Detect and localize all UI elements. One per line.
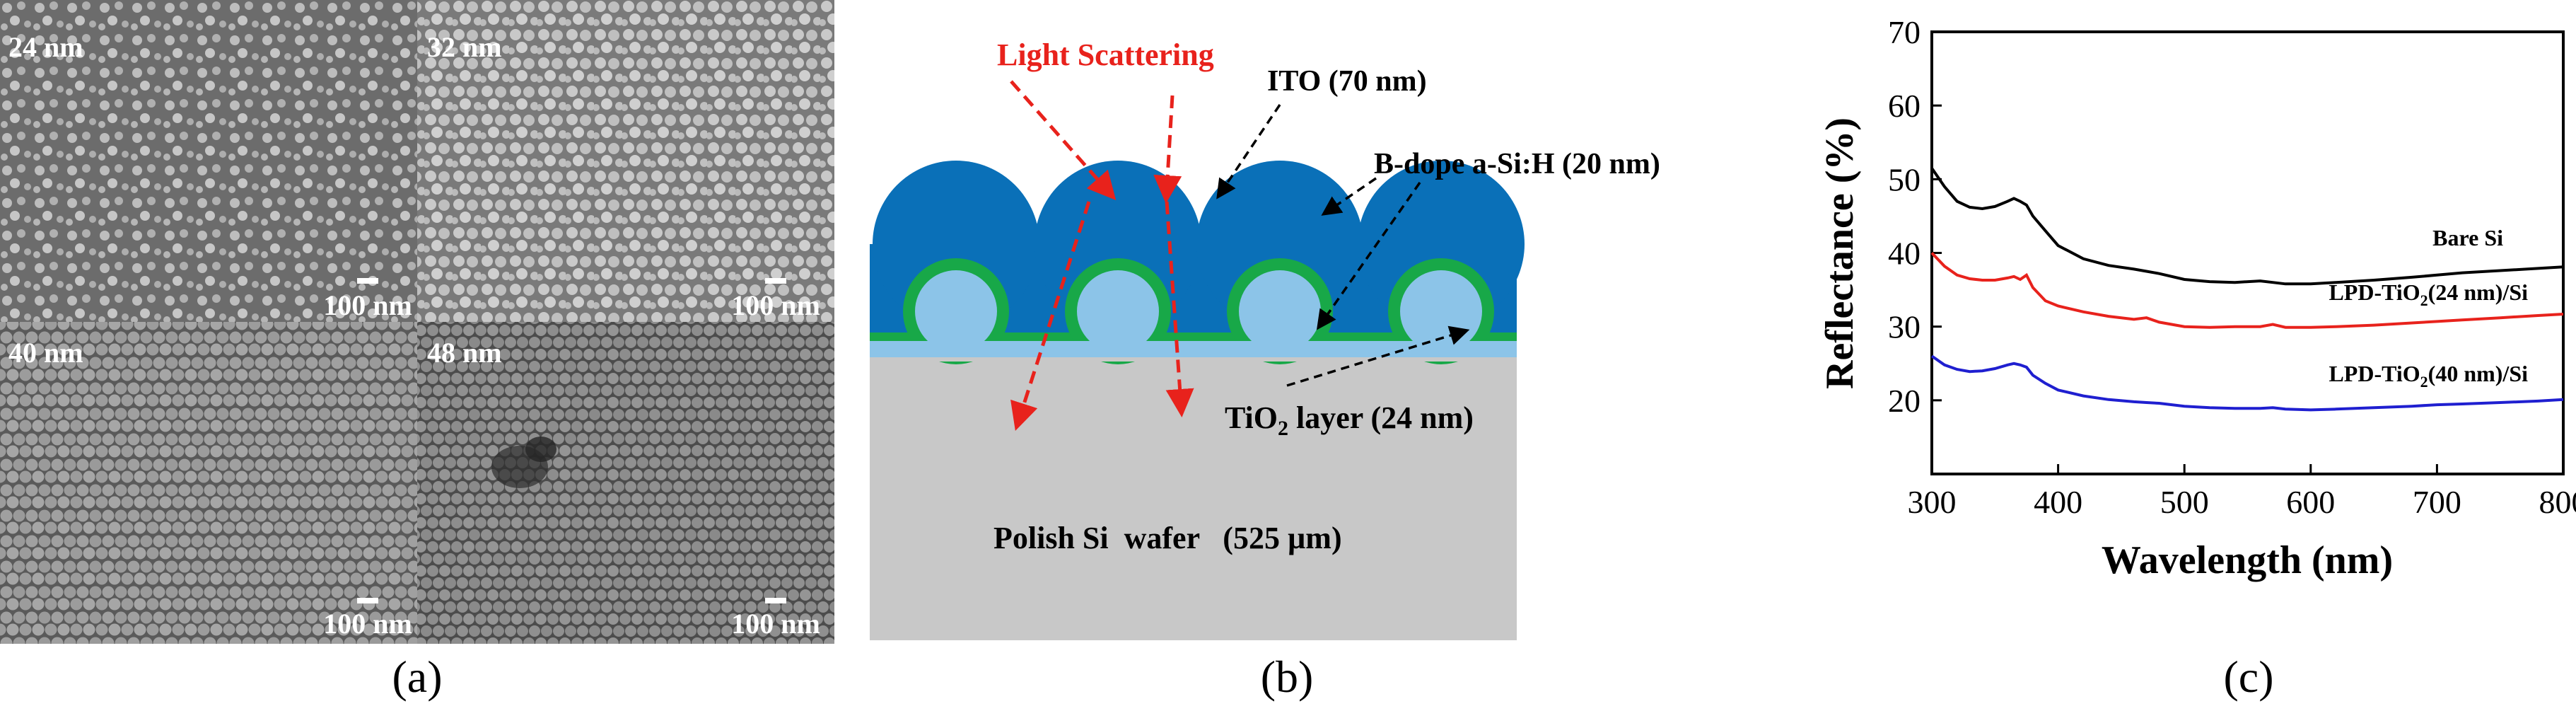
panel-b: Light Scattering ITO (70 nm) B-dope a-Si…	[834, 0, 1747, 711]
x-tick-label: 600	[2286, 484, 2335, 520]
scale-label-32nm: 100 nm	[731, 289, 820, 321]
panel-c: 300 400 500 600 700 800 20 30 40 50 60 70 Bare Si LP…	[1747, 0, 2576, 711]
panel-c-caption: (c)	[2223, 652, 2274, 702]
si-wafer-layer	[870, 357, 1517, 640]
series-line-1	[1930, 252, 2564, 329]
scale-label-24nm: 100 nm	[323, 289, 412, 321]
tio2-particle	[915, 270, 997, 352]
y-tick-label: 50	[1888, 161, 1921, 197]
quadrant-label-48nm: 48 nm	[427, 337, 502, 369]
sem-image: 24 nm 32 nm 40 nm 48 nm 100 nm 100 nm 10…	[0, 0, 834, 644]
x-tick-label: 400	[2034, 484, 2082, 520]
sem-quadrant-32nm	[417, 0, 834, 322]
bdope-label: B-dope a-Si:H (20 nm)	[1374, 148, 1660, 180]
tio2-layer	[870, 341, 1517, 357]
x-tick-label: 500	[2160, 484, 2209, 520]
scale-label-48nm: 100 nm	[731, 608, 820, 640]
quadrant-label-40nm: 40 nm	[8, 337, 83, 369]
annotation-arrows	[1216, 104, 1470, 387]
light-scattering-label: Light Scattering	[997, 37, 1214, 72]
series-line-2	[1930, 354, 2564, 412]
wafer-label: Polish Si wafer (525 µm)	[993, 521, 1342, 555]
y-axis-title: Reflectance (%)	[1818, 117, 1862, 389]
quadrant-label-24nm: 24 nm	[8, 31, 83, 63]
panel-a-caption: (a)	[392, 652, 443, 702]
quadrant-label-32nm: 32 nm	[427, 31, 502, 63]
scale-bar-32nm	[765, 278, 786, 284]
tio2-label: TiO2 layer (24 nm)	[1225, 400, 1474, 440]
scale-bar-24nm	[357, 278, 378, 284]
series-label-0: Bare Si	[2432, 225, 2503, 250]
x-axis-title: Wavelength (nm)	[2102, 538, 2393, 582]
panel-a: 24 nm 32 nm 40 nm 48 nm 100 nm 100 nm 10…	[0, 0, 834, 711]
y-tick-label: 60	[1888, 88, 1921, 124]
y-tick-label: 70	[1888, 14, 1921, 50]
tio2-particle	[1077, 270, 1159, 352]
sem-quadrant-24nm	[0, 0, 417, 322]
tio2-particle	[1239, 270, 1321, 352]
x-tick-label: 300	[1908, 484, 1957, 520]
y-tick-label: 40	[1888, 236, 1921, 272]
series-label-1: LPD-TiO2(24 nm)/Si	[2329, 279, 2528, 309]
y-tick-label: 20	[1888, 383, 1921, 419]
y-tick-label: 30	[1888, 309, 1921, 345]
light-scattering-arrows	[1010, 80, 1194, 432]
ito-label: ITO (70 nm)	[1267, 65, 1427, 98]
series-label-2: LPD-TiO2(40 nm)/Si	[2329, 361, 2528, 391]
device-schematic: Light Scattering ITO (70 nm) B-dope a-Si…	[870, 37, 1660, 640]
scale-bar-48nm	[765, 598, 786, 603]
scale-label-40nm: 100 nm	[323, 608, 412, 640]
scale-bar-40nm	[357, 598, 378, 603]
x-tick-label: 700	[2413, 484, 2461, 520]
reflectance-chart: 300 400 500 600 700 800 20 30 40 50 60 70 Bare Si LP…	[1818, 14, 2576, 582]
sem-quadrant-48nm	[417, 322, 834, 644]
x-tick-label: 800	[2539, 484, 2576, 520]
series-line-0	[1930, 167, 2564, 286]
tio2-particle	[1400, 270, 1482, 352]
panel-b-caption: (b)	[1260, 652, 1314, 702]
sem-quadrant-40nm	[0, 322, 417, 644]
